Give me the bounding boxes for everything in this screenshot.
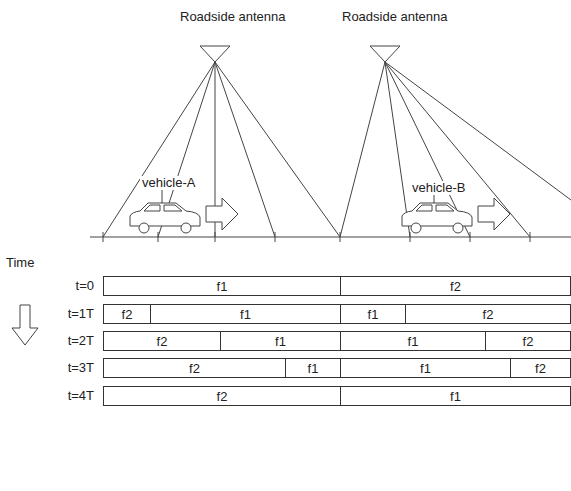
frequency-segment: f1 [150,304,341,324]
frequency-label: f1 [308,362,319,375]
frequency-label: f2 [217,390,228,403]
frequency-segment: f1 [220,331,341,351]
time-label: t=0 [74,279,96,293]
antenna-symbol [200,46,230,62]
frequency-segment: f1 [103,276,341,296]
frequency-segment: f1 [340,386,571,406]
frequency-label: f2 [535,362,546,375]
antenna-symbol [370,46,400,62]
frequency-segment: f2 [405,304,571,324]
car-symbol [130,188,200,233]
beam-line [103,62,340,237]
frequency-segment: f1 [340,304,406,324]
frequency-segment: f2 [103,331,221,351]
beam-line [340,62,571,237]
frequency-label: f1 [408,335,419,348]
direction-arrow [478,198,510,230]
frequency-label: f1 [450,390,461,403]
direction-arrow [206,198,238,230]
frequency-segment: f2 [340,276,571,296]
frequency-segment: f2 [485,331,571,351]
ground-tick [103,232,530,242]
frequency-label: f1 [420,362,431,375]
time-label: t=4T [66,389,96,403]
frequency-label: f1 [275,335,286,348]
vehicle-label: vehicle-A [140,176,197,190]
frequency-segment: f1 [340,358,511,378]
frequency-label: f2 [157,335,168,348]
time-label: t=3T [66,361,96,375]
frequency-label: f2 [483,308,494,321]
antenna-label: Roadside antenna [340,10,450,24]
frequency-segment: f2 [510,358,571,378]
time-arrow [12,305,38,345]
ground-line [90,236,571,237]
frequency-segment: f2 [103,304,151,324]
frequency-label: f2 [523,335,534,348]
frequency-label: f1 [240,308,251,321]
frequency-label: f2 [450,280,461,293]
axis-label: Time [4,256,36,270]
frequency-segment: f2 [103,358,286,378]
frequency-segment: f1 [285,358,341,378]
frequency-segment: f1 [340,331,486,351]
frequency-label: f1 [217,280,228,293]
antenna-label: Roadside antenna [178,10,288,24]
frequency-label: f2 [122,308,133,321]
frequency-label: f2 [189,362,200,375]
time-label: t=1T [66,307,96,321]
vehicle-label: vehicle-B [410,181,467,195]
frequency-segment: f2 [103,386,341,406]
frequency-label: f1 [368,308,379,321]
time-label: t=2T [66,334,96,348]
